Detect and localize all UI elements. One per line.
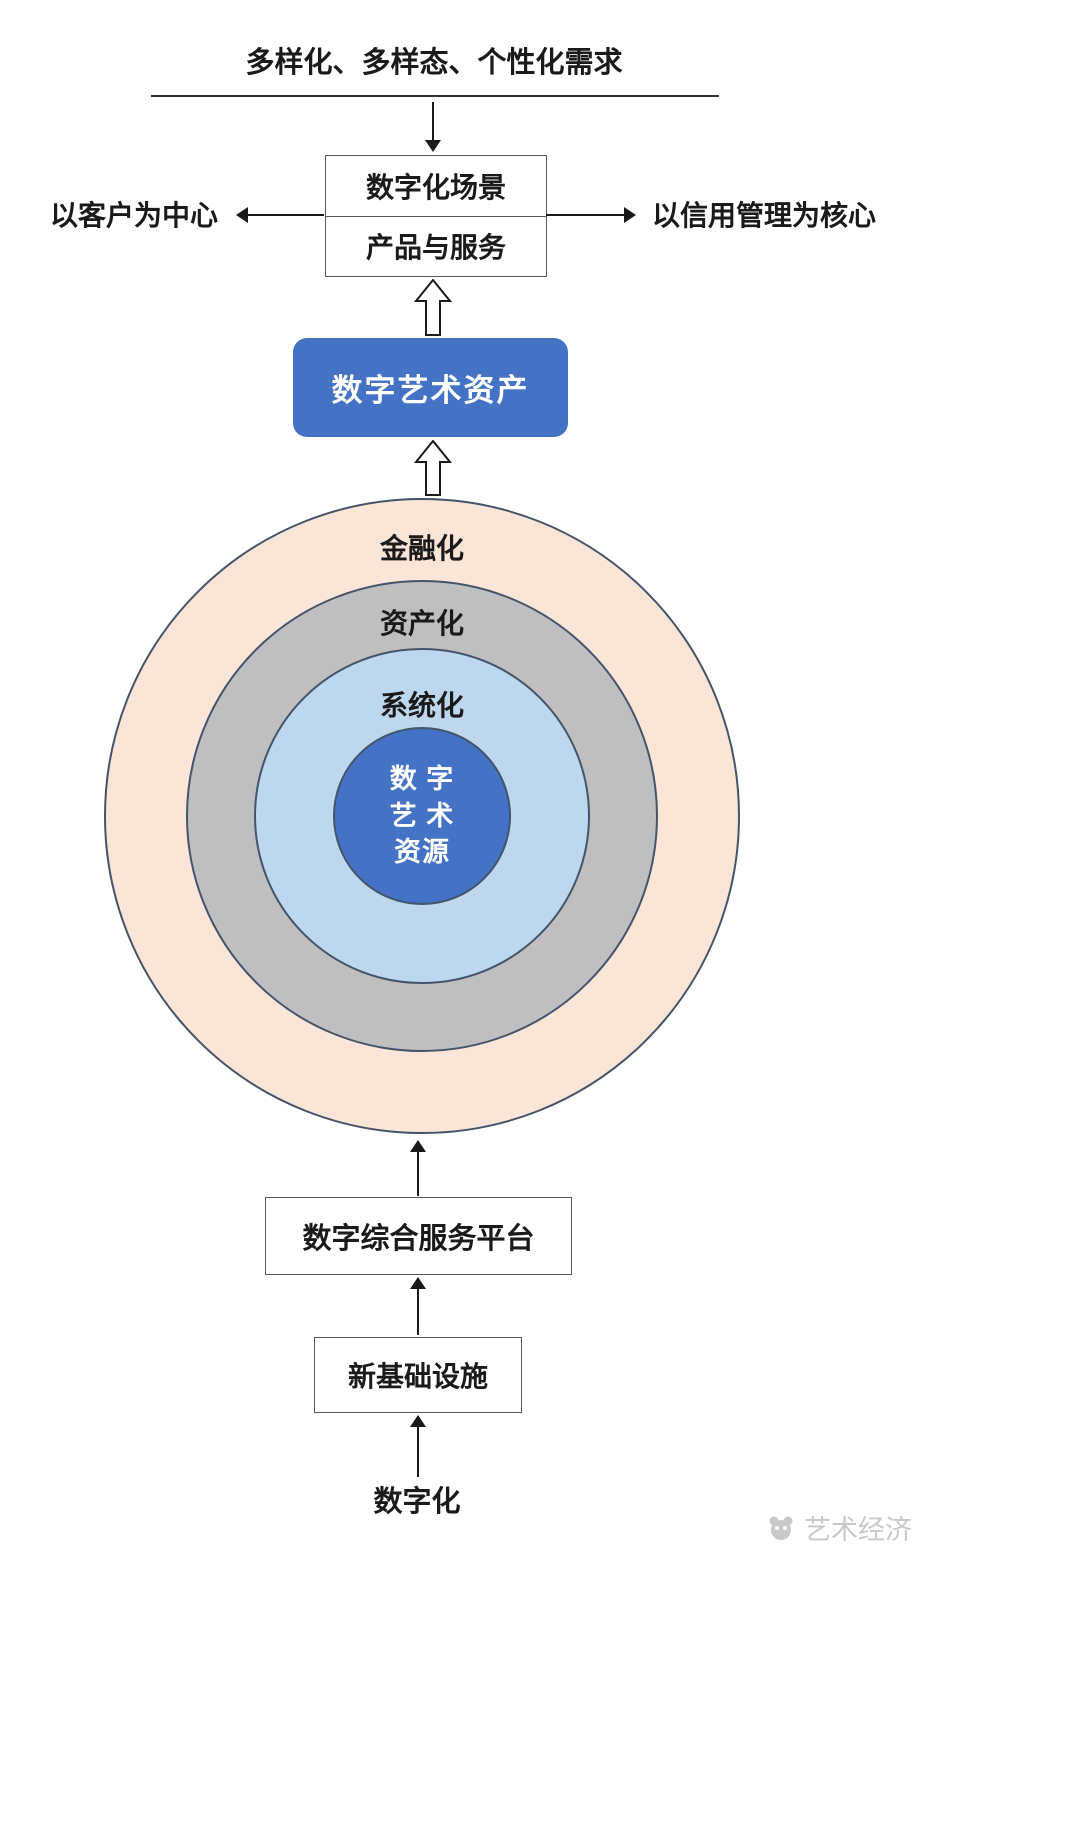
arrow-scenario-to-credit (546, 207, 636, 223)
ring-label-systematization: 系统化 (379, 690, 464, 721)
service-platform-box: 数字综合服务平台 (265, 1197, 572, 1275)
core-line2: 艺 术 (389, 800, 455, 831)
core-digital-art-resource-circle: 数 字 艺 术 资源 (333, 727, 511, 905)
arrow-digitalization-to-infra (409, 1415, 427, 1477)
scenario-box-line1: 数字化场景 (326, 156, 546, 217)
ring-label-financialization: 金融化 (379, 533, 464, 564)
digital-art-asset-box: 数字艺术资产 (293, 338, 568, 437)
digitalization-label: 数字化 (373, 1486, 461, 1518)
credit-management-label: 以信用管理为核心 (651, 200, 876, 231)
block-arrow-circles-to-asset (414, 440, 452, 496)
arrow-demand-to-scenario (424, 102, 442, 152)
scenario-service-box: 数字化场景 产品与服务 (325, 155, 547, 277)
scenario-box-line2: 产品与服务 (365, 232, 506, 264)
watermark: 艺术经济 (766, 1508, 912, 1547)
ring-label-assetization: 资产化 (379, 608, 464, 639)
top-demand-label: 多样化、多样态、个性化需求 (245, 47, 623, 79)
arrow-platform-to-circles (409, 1140, 427, 1196)
new-infrastructure-box: 新基础设施 (314, 1337, 522, 1413)
customer-centric-label: 以客户为中心 (49, 200, 218, 231)
block-arrow-asset-to-scenario (414, 279, 452, 336)
core-line3: 资源 (394, 837, 450, 868)
top-underline (151, 95, 719, 97)
panda-logo-icon (769, 1516, 793, 1540)
watermark-text: 艺术经济 (804, 1515, 912, 1545)
arrow-scenario-to-customer (236, 207, 324, 223)
core-line1: 数 字 (389, 764, 455, 795)
arrow-infra-to-platform (409, 1277, 427, 1335)
